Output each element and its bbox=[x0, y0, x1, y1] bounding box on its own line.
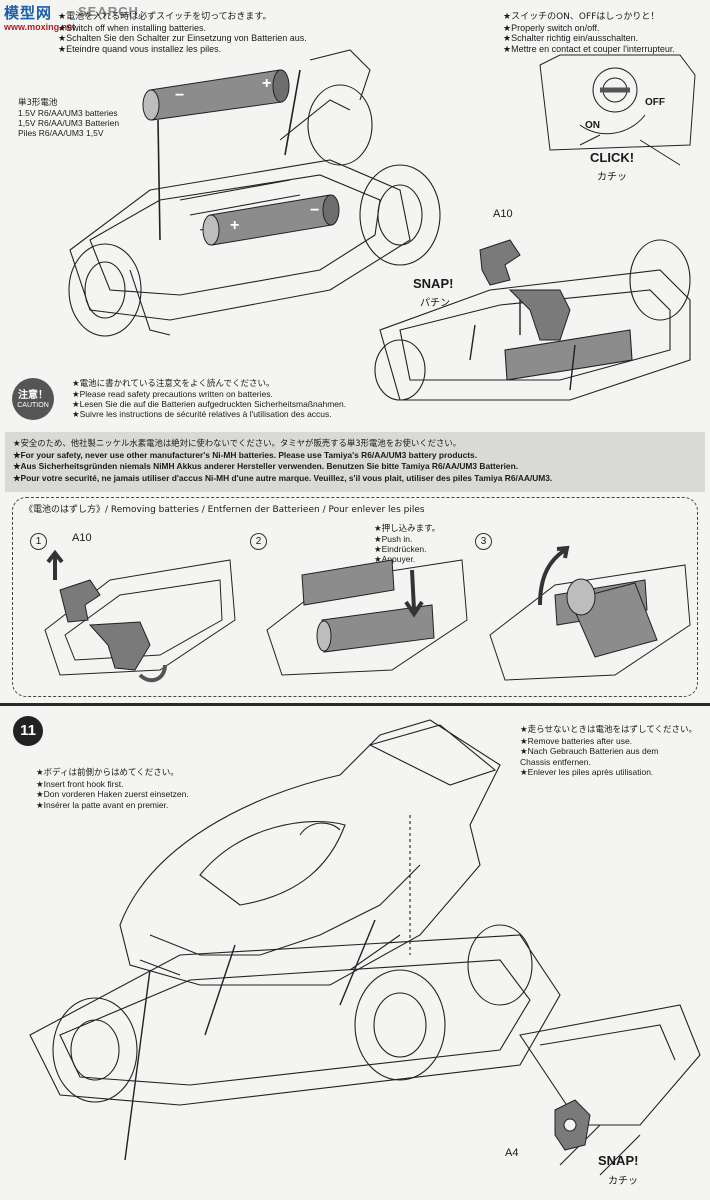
svg-text:+: + bbox=[230, 217, 239, 234]
svg-text:+: + bbox=[262, 75, 271, 92]
front-hook-line: ★ボディは前側からはめてください。 bbox=[36, 768, 179, 778]
switch-off-line: ★Eteindre quand vous installez les piles… bbox=[58, 43, 222, 54]
svg-text:−: − bbox=[175, 87, 184, 104]
caution-badge-en: CAUTION bbox=[17, 402, 49, 409]
snap-label-jp: パチン bbox=[420, 298, 450, 309]
warning-line: ★Pour votre securité, ne jamais utiliser… bbox=[13, 472, 553, 483]
switch-off-note: ★電池を入れる時は必ずスイッチを切っておきます。 ★Switch off whe… bbox=[58, 12, 307, 54]
battery-label-line: Piles R6/AA/UM3 1,5V bbox=[18, 128, 104, 138]
watermark-logo: 模型网 bbox=[4, 5, 53, 22]
removing-batteries-panel bbox=[12, 497, 698, 697]
warning-line: ★For your safety, never use other manufa… bbox=[13, 449, 478, 460]
svg-text:−: − bbox=[310, 202, 319, 219]
battery-label-line: 1.5V R6/AA/UM3 batteries bbox=[18, 108, 118, 118]
removing-step1-illustration bbox=[44, 549, 236, 683]
step1-part-label: A10 bbox=[72, 532, 92, 544]
front-hook-line: ★Insérer la patte avant en premier. bbox=[36, 799, 169, 810]
push-in-line: ★Push in. bbox=[374, 534, 413, 544]
switch-note-line: ★Properly switch on/off. bbox=[503, 22, 600, 33]
watermark-url: www.moxing.net bbox=[4, 22, 76, 32]
removing-step2-illustration bbox=[266, 559, 468, 676]
up-arrow-icon bbox=[46, 549, 64, 580]
step-number: 2 bbox=[250, 533, 267, 550]
remove-after-use-line: ★Nach Gebrauch Batterien aus dem bbox=[520, 746, 659, 756]
battery-icon: − + bbox=[142, 69, 290, 121]
part-a10-label: A10 bbox=[493, 208, 513, 220]
remove-after-use-line: Chassis entfernen. bbox=[520, 756, 591, 767]
caution-line: ★Lesen Sie die auf die Batterien aufgedr… bbox=[72, 399, 347, 409]
push-in-line: ★押し込みます。 bbox=[374, 524, 441, 534]
remove-after-use-line: ★走らせないときは電池をはずしてください。 bbox=[520, 725, 697, 735]
snap-label: SNAP! bbox=[598, 1153, 639, 1168]
step-number: 3 bbox=[475, 533, 492, 550]
switch-note-line: ★スイッチのON、OFFはしっかりと！ bbox=[503, 12, 660, 22]
part-a4-label: A4 bbox=[505, 1147, 519, 1159]
push-in-note: ★押し込みます。 ★Push in. ★Eindrücken. ★Appuyer… bbox=[374, 524, 440, 564]
caution-line: ★Please read safety precautions written … bbox=[72, 389, 273, 399]
warning-line: ★安全のため、他社製ニッケル水素電池は絶対に使わないでください。タミヤが販売する… bbox=[13, 438, 462, 448]
part-a4-icon bbox=[554, 1099, 591, 1151]
rotate-arrow-icon bbox=[579, 114, 646, 135]
push-in-line: ★Eindrücken. bbox=[374, 544, 427, 554]
switch-off-label: OFF bbox=[645, 97, 665, 108]
chassis-battery-install-illustration: − + + − bbox=[68, 49, 441, 337]
a10-snap-illustration bbox=[374, 239, 691, 401]
switch-off-note-jp: ★電池を入れる時は必ずスイッチを切っておきます。 bbox=[58, 12, 272, 22]
front-hook-line: ★Don vorderen Haken zuerst einsetzen. bbox=[36, 789, 189, 799]
watermark: 模型网 SEARCH www.moxing.net bbox=[0, 0, 190, 32]
caution-badge-jp: 注意！ bbox=[18, 390, 48, 401]
step-number: 1 bbox=[30, 533, 47, 550]
lift-arrow-icon bbox=[538, 545, 570, 606]
battery-icon bbox=[301, 559, 395, 606]
switch-note: ★スイッチのON、OFFはしっかりと！ ★Properly switch on/… bbox=[503, 12, 675, 54]
part-a10-icon bbox=[479, 239, 571, 341]
push-in-line: ★Appuyer. bbox=[374, 554, 416, 564]
section-divider bbox=[0, 703, 710, 706]
click-label-jp: カチッ bbox=[597, 172, 627, 183]
caution-line: ★電池に書かれている注意文をよく読んでください。 bbox=[72, 379, 275, 389]
switch-note-line: ★Schalter richtig ein/ausschalten. bbox=[503, 33, 639, 43]
switch-off-line: ★Schalten Sie den Schalter zur Einsetzun… bbox=[58, 33, 307, 43]
warning-band: ★安全のため、他社製ニッケル水素電池は絶対に使わないでください。タミヤが販売する… bbox=[5, 432, 705, 492]
battery-label-line: 単3形電池 bbox=[18, 98, 58, 108]
front-hook-note: ★ボディは前側からはめてください。 ★Insert front hook fir… bbox=[36, 768, 189, 810]
warning-line: ★Aus Sicherheitsgründen niemals NiMH Akk… bbox=[13, 461, 519, 471]
remove-after-use-line: ★Remove batteries after use. bbox=[520, 735, 633, 746]
removing-step3-illustration bbox=[489, 545, 691, 681]
watermark-search: SEARCH bbox=[78, 4, 139, 19]
battery-label: 単3形電池 1.5V R6/AA/UM3 batteries 1,5V R6/A… bbox=[18, 98, 119, 138]
switch-on-label: ON bbox=[585, 120, 600, 131]
caution-line: ★Suivre les instructions de sécurité rel… bbox=[72, 409, 332, 419]
battery-icon: + − bbox=[202, 194, 340, 246]
snap-label: SNAP! bbox=[413, 276, 454, 291]
front-hook-line: ★Insert front hook first. bbox=[36, 778, 124, 789]
battery-label-line: 1,5V R6/AA/UM3 Batterien bbox=[18, 118, 120, 128]
removing-title: 《電池のはずし方》/ Removing batteries / Entferne… bbox=[24, 505, 425, 515]
part-a10-icon bbox=[59, 579, 151, 671]
caution-badge: 注意！ CAUTION bbox=[12, 378, 54, 420]
step-11-badge: 11 bbox=[13, 716, 43, 746]
remove-after-use-line: ★Enlever les piles après utilisation. bbox=[520, 767, 654, 777]
switch-diagram bbox=[539, 54, 696, 166]
remove-after-use-note: ★走らせないときは電池をはずしてください。 ★Remove batteries … bbox=[520, 725, 697, 778]
rotate-arrow-icon bbox=[138, 664, 167, 683]
snap-label-jp: カチッ bbox=[608, 1176, 638, 1187]
switch-off-line: ★Switch off when installing batteries. bbox=[58, 22, 206, 33]
down-arrow-icon bbox=[404, 569, 424, 618]
switch-note-line: ★Mettre en contact et couper l'interrupt… bbox=[503, 43, 675, 54]
click-label: CLICK! bbox=[590, 150, 635, 165]
insert-arrow-icon bbox=[157, 119, 161, 241]
body-mounting-illustration bbox=[29, 719, 701, 1176]
front-hook-arrow-icon bbox=[124, 969, 151, 1161]
caution-text: ★電池に書かれている注意文をよく読んでください。 ★Please read sa… bbox=[72, 379, 346, 419]
